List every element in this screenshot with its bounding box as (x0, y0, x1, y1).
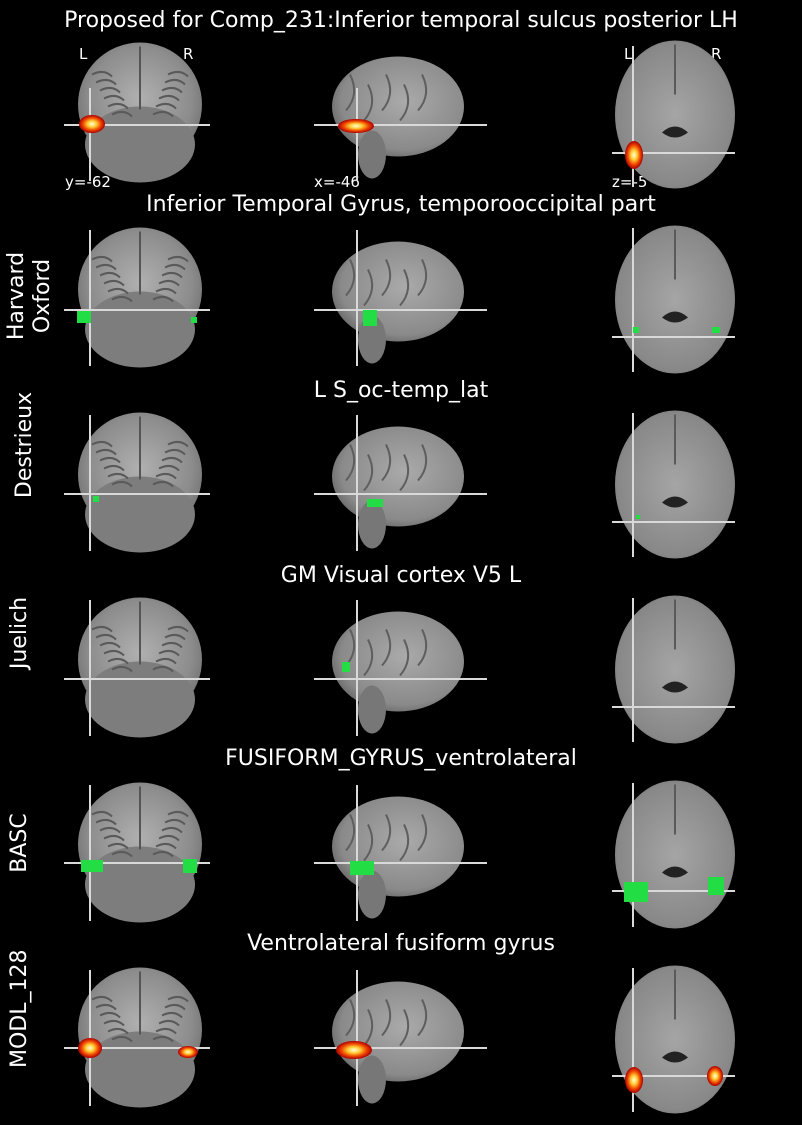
region-title-modl-128: Ventrolateral fusiform gyrus (247, 931, 555, 956)
atlas-region-overlay (708, 877, 724, 895)
left-orientation-label-axial: L (624, 45, 633, 63)
activation-blob (625, 141, 643, 169)
slice-row-3 (64, 595, 735, 744)
coronal-coordinate: y=-62 (65, 173, 111, 191)
sagittal-slice (332, 241, 464, 364)
atlas-region-overlay (342, 662, 350, 672)
coronal-slice (78, 412, 202, 553)
slice-row-1 (64, 225, 735, 374)
activation-blob (336, 1041, 372, 1059)
left-orientation-label: L (79, 45, 88, 63)
right-orientation-label: R (183, 45, 194, 63)
sagittal-slice (332, 426, 464, 549)
axial-coordinate: z=-5 (612, 173, 648, 191)
atlas-region-overlay (191, 317, 197, 323)
coronal-slice (78, 967, 202, 1108)
slice-row-2 (64, 410, 735, 559)
atlas-region-overlay (77, 311, 91, 323)
atlas-region-overlay (93, 496, 99, 502)
atlas-region-overlay (636, 515, 640, 519)
activation-blob (178, 1046, 198, 1058)
atlas-region-overlay (350, 861, 374, 875)
slice-row-4 (64, 780, 735, 929)
region-title-destrieux: L S_oc-temp_lat (313, 378, 489, 403)
atlas-region-overlay (81, 860, 103, 872)
region-title-harvard-oxford: Inferior Temporal Gyrus, temporooccipita… (146, 192, 656, 217)
activation-blob (79, 115, 105, 133)
slice-row-0 (64, 40, 735, 189)
coronal-slice (78, 597, 202, 738)
coronal-slice (78, 227, 202, 368)
sagittal-slice (332, 56, 464, 179)
activation-blob (78, 1038, 102, 1058)
atlas-region-overlay (367, 499, 383, 507)
sagittal-slice (332, 796, 464, 919)
atlas-region-overlay (624, 882, 648, 902)
region-title-basc: FUSIFORM_GYRUS_ventrolateral (225, 746, 577, 771)
coronal-slice (78, 782, 202, 923)
activation-blob (625, 1067, 643, 1093)
atlas-region-overlay (363, 310, 377, 326)
atlas-region-overlay (633, 327, 639, 333)
right-orientation-label-axial: R (711, 45, 722, 63)
activation-blob (707, 1066, 723, 1086)
region-title-juelich: GM Visual cortex V5 L (280, 563, 522, 588)
coronal-slice (78, 42, 202, 183)
atlas-region-overlay (712, 327, 720, 333)
sagittal-coordinate: x=-46 (314, 173, 360, 191)
atlas-region-overlay (183, 859, 197, 873)
main-title: Proposed for Comp_231:Inferior temporal … (64, 8, 738, 33)
slice-row-5 (64, 965, 735, 1114)
sagittal-slice (332, 611, 464, 734)
activation-blob (338, 119, 374, 133)
axial-slice (615, 40, 735, 189)
